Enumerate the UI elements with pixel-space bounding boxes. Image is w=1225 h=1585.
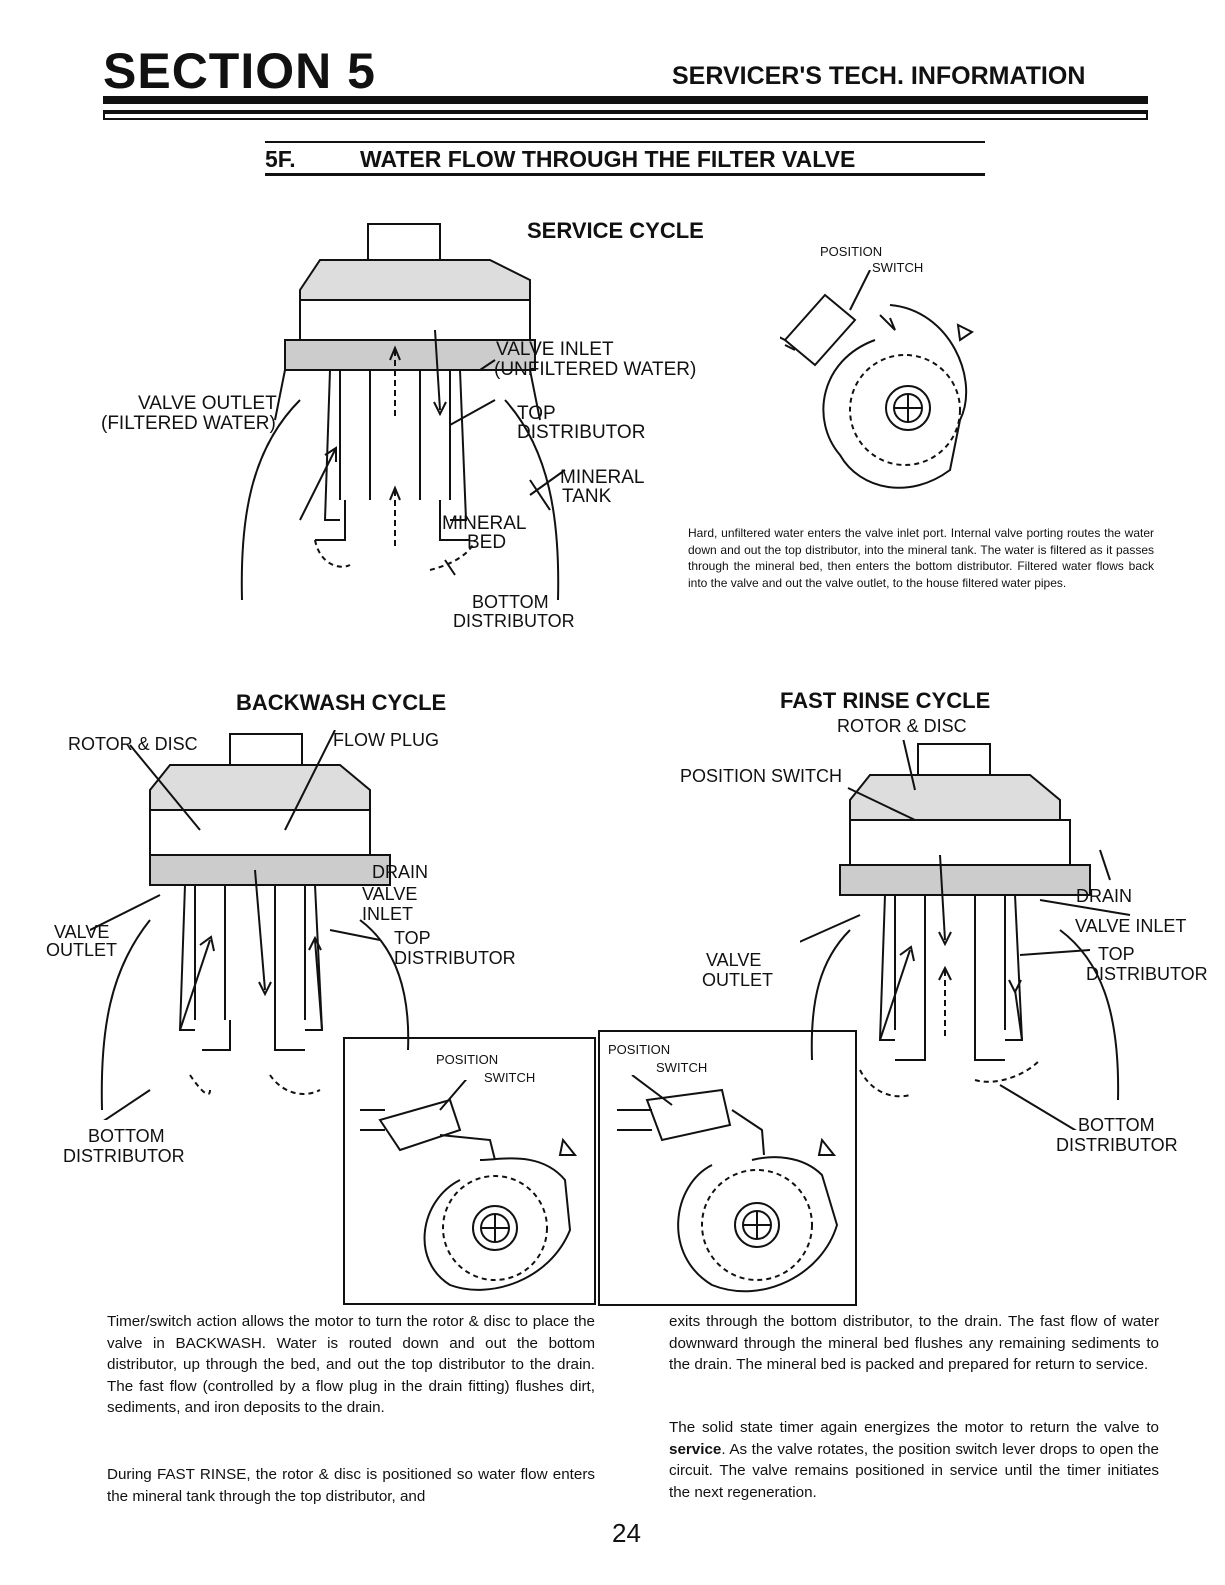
- service-switch-disc: [780, 270, 974, 489]
- body-right-paragraph-2: The solid state timer again energizes th…: [669, 1417, 1159, 1503]
- backwash-switch-inset: [343, 1037, 596, 1305]
- fastrinse-label-valve: VALVE: [706, 950, 762, 970]
- subheader-number: 5F.: [265, 146, 296, 172]
- service-label-mineral: MINERAL: [560, 467, 645, 488]
- fastrinse-label-distributor2: DISTRIBUTOR: [1056, 1135, 1178, 1155]
- subheader-rule-top: [265, 141, 985, 143]
- subheader-rule-bottom: [265, 173, 985, 176]
- service-switch-label: SWITCH: [872, 260, 924, 275]
- page-number: 24: [612, 1518, 641, 1548]
- body-right-paragraph-2b: service: [669, 1440, 722, 1458]
- fastrinse-label-position-switch: POSITION SWITCH: [680, 766, 842, 786]
- backwash-switch-disc: [360, 1080, 578, 1291]
- subheader-title: WATER FLOW THROUGH THE FILTER VALVE: [360, 146, 856, 172]
- body-left-paragraph-1: Timer/switch action allows the motor to …: [107, 1313, 595, 1416]
- service-label-valve-outlet: VALVE OUTLET: [138, 393, 277, 414]
- header-rule: [103, 96, 1148, 104]
- service-label-distributor2: DISTRIBUTOR: [453, 611, 575, 631]
- fastrinse-valve-illustration: [800, 740, 1131, 1130]
- service-label-top: TOP: [517, 403, 556, 424]
- fastrinse-label-bottom: BOTTOM: [1078, 1115, 1155, 1135]
- backwash-label-rotor-disc: ROTOR & DISC: [68, 734, 198, 754]
- backwash-label-bottom: BOTTOM: [88, 1126, 165, 1146]
- fastrinse-label-distributor: DISTRIBUTOR: [1086, 964, 1208, 984]
- fastrinse-switch-position: POSITION: [608, 1042, 671, 1057]
- body-right-paragraph-2c: . As the valve rotates, the position swi…: [669, 1440, 1159, 1501]
- section-title: SECTION 5: [103, 43, 376, 99]
- service-switch-position: POSITION: [820, 244, 883, 259]
- backwash-label-top: TOP: [394, 928, 431, 948]
- backwash-label-valve-outlet-2: OUTLET: [46, 940, 118, 960]
- fastrinse-label-top: TOP: [1098, 944, 1135, 964]
- fastrinse-label-rotor-disc: ROTOR & DISC: [837, 716, 967, 736]
- fastrinse-switch-inset: [598, 1030, 857, 1306]
- backwash-label-drain: DRAIN: [372, 862, 429, 882]
- body-right-paragraph-1: exits through the bottom distributor, to…: [669, 1313, 1159, 1373]
- service-cycle-title: SERVICE CYCLE: [527, 218, 704, 243]
- fastrinse-switch-label: SWITCH: [656, 1060, 708, 1075]
- fastrinse-cycle-title: FAST RINSE CYCLE: [780, 688, 991, 713]
- header-title: SERVICER'S TECH. INFORMATION: [672, 62, 1086, 90]
- fastrinse-label-valve-inlet: VALVE INLET: [1075, 916, 1187, 936]
- body-right-paragraph-2a: The solid state timer again energizes th…: [669, 1419, 1159, 1436]
- service-description: Hard, unfiltered water enters the valve …: [688, 526, 1154, 590]
- service-label-mineral-bed-1: MINERAL: [442, 513, 527, 534]
- backwash-label-flow-plug: FLOW PLUG: [333, 730, 440, 750]
- backwash-label-distributor2: DISTRIBUTOR: [63, 1146, 185, 1166]
- backwash-switch-position: POSITION: [436, 1052, 499, 1067]
- service-label-mineral-bed-2: BED: [467, 532, 507, 553]
- service-label-bottom: BOTTOM: [472, 592, 549, 612]
- backwash-label-valve: VALVE: [362, 884, 418, 904]
- backwash-label-distributor: DISTRIBUTOR: [394, 948, 516, 968]
- backwash-cycle-title: BACKWASH CYCLE: [236, 690, 447, 715]
- service-valve-illustration: [240, 223, 566, 601]
- body-left-paragraph-2: During FAST RINSE, the rotor & disc is p…: [107, 1466, 595, 1505]
- fastrinse-switch-disc: [617, 1075, 839, 1293]
- subheader: 5F. WATER FLOW THROUGH THE FILTER VALVE: [265, 146, 855, 173]
- fastrinse-label-drain: DRAIN: [1076, 886, 1133, 906]
- backwash-label-valve-outlet-1: VALVE: [54, 922, 110, 942]
- backwash-label-inlet: INLET: [362, 904, 414, 924]
- service-label-filtered: (FILTERED WATER): [101, 413, 276, 434]
- service-label-valve-inlet: VALVE INLET: [496, 339, 614, 360]
- backwash-switch-label: SWITCH: [484, 1070, 536, 1085]
- backwash-valve-illustration: [90, 730, 410, 1120]
- service-label-unfiltered: (UNFILTERED WATER): [494, 359, 697, 380]
- header-rule-box: [103, 110, 1148, 120]
- service-label-distributor: DISTRIBUTOR: [517, 422, 646, 443]
- fastrinse-label-outlet: OUTLET: [702, 970, 774, 990]
- service-label-tank: TANK: [562, 486, 612, 507]
